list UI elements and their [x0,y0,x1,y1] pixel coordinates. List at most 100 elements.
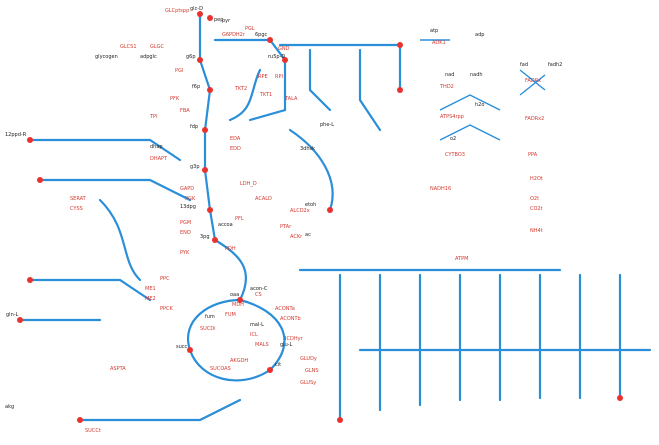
metabolite-node [202,167,208,173]
rxn-CS: CS [255,292,262,298]
label-atp: atp [430,28,438,34]
rxn-ALCD2x: ALCD2x [290,208,310,214]
metabolite-node [327,207,333,213]
rxn-FBA: FBA [180,108,190,114]
rxn-CYSS: CYSS [70,206,83,212]
label-acon-C: acon-C [250,286,268,292]
rxn-TKT2: TKT2 [234,86,247,92]
pentose-phosphate-edge [213,38,287,122]
label-gln-L: gln-L [6,312,19,318]
aromatic-edge [288,128,334,212]
rxn-ACALD: ACALD [255,196,272,202]
metabolite-node [337,417,343,423]
rxn-PYK: PYK [180,250,190,256]
ppp-branch-edge [228,68,262,122]
label-glu-L: glu-L [280,342,293,348]
rxn-ICDHyr: ICDHyr [285,336,304,342]
rxn-RPE: RPE [258,74,268,80]
rxn-FADRx: FADRx [525,78,541,84]
rxn-PGI: PGI [175,68,183,74]
metabolite-node [212,237,218,243]
rxn-ICL: ICL [250,332,258,338]
rxn-PFL: PFL [235,216,244,222]
label-o2: o2 [450,136,456,142]
rxn-GLCS1: GLCS1 [120,44,137,50]
label-nadh: nadh [470,72,483,78]
metabolite-node [187,347,193,353]
rxn-ME1: ME1 [145,286,156,292]
rxn-NADH16: NADH16 [430,186,451,192]
label-glycogen: glycogen [95,54,118,60]
rxn-EDA: EDA [230,136,241,142]
energy-edges [439,94,501,141]
aa-rail-low [28,278,152,302]
rxn-GLUDy: GLUDy [300,356,317,362]
label-g6p: g6p [186,54,196,60]
label-phe-L: phe-L [320,122,334,128]
rxn-SUCCt: SUCCt [85,428,101,434]
rxn-TPI: TPI [149,114,158,120]
label-pep: pep [214,17,223,23]
bottom-rail [78,398,242,422]
label-ac: ac [305,232,311,238]
metabolite-node [237,297,243,303]
metabolite-node [207,87,213,93]
label-6pgc: 6pgc [255,32,268,38]
rxn-H2Ot: H2Ot [530,176,543,182]
rxn-ACONTb: ACONTb [280,316,301,322]
label-3pg: 3pg [200,234,210,240]
rxn-TKT1: TKT1 [259,92,272,98]
metabolite-node [207,15,213,21]
metabolite-node [197,11,203,17]
metabolite-node [202,127,208,133]
rxn-ENO: ENO [180,230,191,236]
metabolite-node [77,417,83,423]
label-etoh: etoh [305,202,316,208]
metabolite-node [267,37,273,43]
label-ru5p-D: ru5p-D [268,54,285,60]
rxn-GLUSy: GLUSy [300,380,316,386]
metabolite-node [27,277,33,283]
rxn-PGM: PGM [180,220,191,226]
rxn-SUCDi: SUCDi [200,326,216,332]
metabolite-node [27,137,33,143]
rxn-ATPS4rpp: ATPS4rpp [440,114,464,120]
label-h2o: h2o [475,102,484,108]
label-oaa: oaa [230,292,239,298]
label-succ: succ [176,344,188,350]
aa-rail-top [28,138,182,162]
aa-rail-mid [38,178,192,202]
rxn-PGL: PGL [245,26,255,32]
rxn-O2t: O2t [530,196,539,202]
rxn-TALA: TALA [284,96,298,102]
label-adp: adp [475,32,484,38]
rxn-PGK: PGK [185,196,196,202]
rxn-GLNS: GLNS [305,368,319,374]
rxn-SUCOAS: SUCOAS [210,366,231,372]
rxn-SERAT: SERAT [70,196,87,202]
rxn-THD2: THD2 [439,84,454,90]
glycolysis-edge [198,12,217,242]
rxn-ACONTa: ACONTa [275,306,295,312]
label-fdp: fdp [190,124,198,130]
rxn-NH4t: NH4t [530,228,543,234]
upper-branch-1 [308,48,332,112]
label-mal-L: mal-L [250,322,264,328]
rxn-ASPTA: ASPTA [110,366,126,372]
label-3dhsk: 3dhsk [300,146,315,152]
cofactor-edges [420,39,546,96]
labels: glc-D pep g6p pyr glycogen adpglc f6p fd… [5,6,562,434]
label-g3p: g3p [190,164,200,170]
label-adpglc: adpglc [140,54,157,60]
rxn-MALS: MALS [255,342,269,348]
rxn-LDH_D: LDH_D [240,181,257,187]
metabolite-node [37,177,43,183]
rxn-CYTBO3: CYTBO3 [445,152,465,158]
rxn-GLGC: GLGC [150,44,165,50]
label-cit: cit [275,362,281,368]
metabolite-node [207,207,213,213]
rxn-FUM: FUM [225,312,236,318]
rxn-G6PDH2r: G6PDH2r [222,32,246,38]
